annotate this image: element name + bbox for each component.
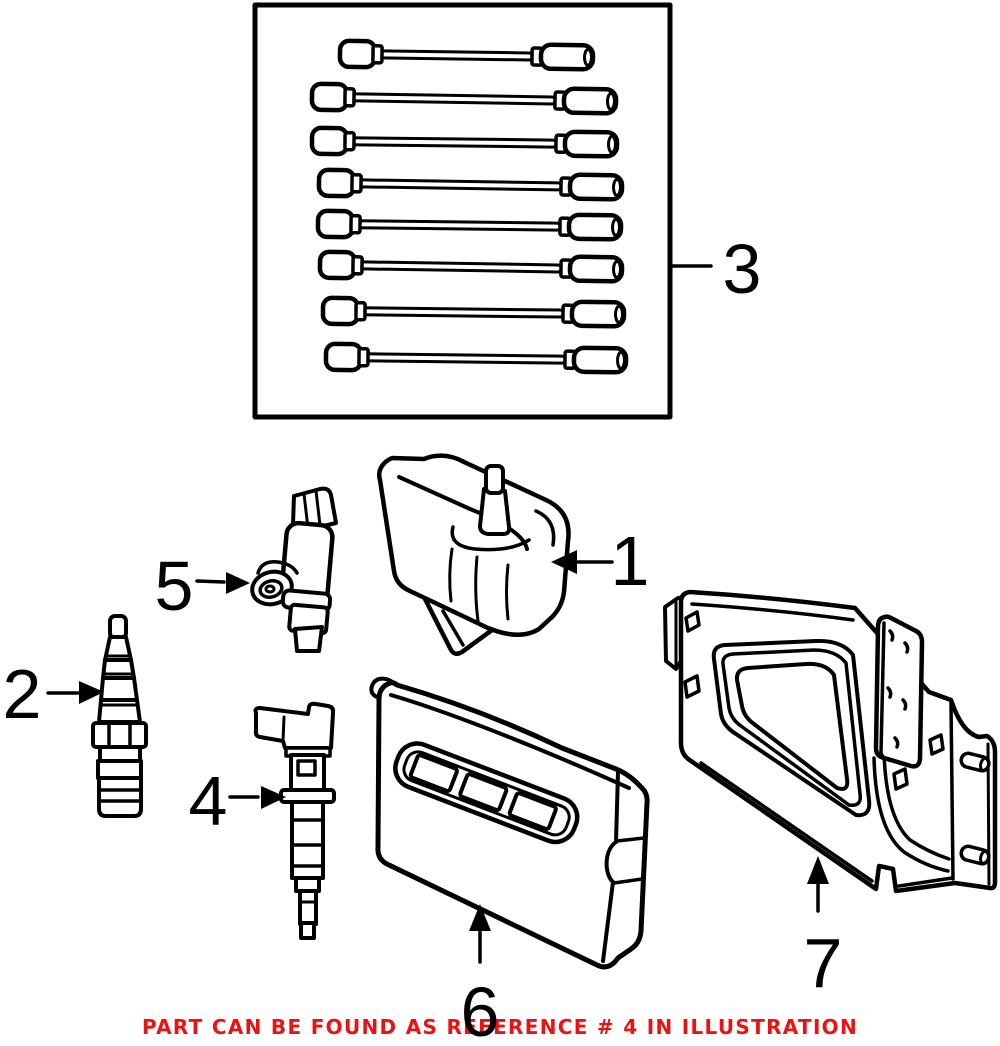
bracket-door-plate <box>873 614 925 769</box>
spark-plug-hex <box>91 721 148 749</box>
spark-plug-wire <box>316 167 625 202</box>
ignition-coil <box>377 453 571 657</box>
callout-5: 5 <box>155 547 250 625</box>
spark-plug-wire <box>315 208 624 242</box>
spark-plug-wire <box>337 38 596 72</box>
bracket-left-tab <box>663 595 683 671</box>
callout-2: 2 <box>3 655 104 733</box>
callout-7-label: 7 <box>804 924 843 1002</box>
spark-plug-wire <box>309 81 619 116</box>
callout-3-label: 3 <box>723 230 762 308</box>
callout-7-arrow <box>807 856 829 884</box>
callout-5-arrow <box>226 572 250 594</box>
module-connector-strip <box>393 741 580 845</box>
bracket-bolt-boss <box>959 844 991 866</box>
callout-6-arrow <box>469 904 491 931</box>
callout-4: 4 <box>189 762 286 840</box>
spark-plug-wire <box>317 249 625 284</box>
callout-2-arrow <box>79 681 104 704</box>
camshaft-position-sensor <box>250 486 338 653</box>
callout-6-label: 6 <box>461 973 500 1046</box>
coil-terminal-post <box>478 487 512 536</box>
wire-set-box: 3 <box>252 2 762 420</box>
callout-2-label: 2 <box>3 655 42 733</box>
callout-1: 1 <box>551 522 649 600</box>
spark-plug-wire <box>320 295 627 329</box>
spark-plug <box>91 614 148 818</box>
callout-7: 7 <box>804 856 843 1002</box>
spark-plug-wire <box>323 341 629 375</box>
callout-4-arrow <box>261 786 286 809</box>
mounting-bracket <box>663 589 998 894</box>
bracket-window <box>711 638 872 818</box>
crankshaft-position-sensor <box>253 701 336 940</box>
spark-plug-wire <box>309 125 620 159</box>
callout-5-label: 5 <box>155 547 194 625</box>
callout-4-label: 4 <box>189 762 228 840</box>
reference-note: PART CAN BE FOUND AS REFERENCE # 4 IN IL… <box>141 1015 859 1039</box>
module-side-notch <box>604 840 618 884</box>
callout-6: 6 <box>461 904 500 1046</box>
callout-1-arrow <box>551 550 577 574</box>
spark-plug-wires <box>309 38 629 375</box>
engine-control-module <box>369 676 650 970</box>
callout-1-label: 1 <box>611 522 650 600</box>
bracket-bolt-boss <box>959 751 991 773</box>
